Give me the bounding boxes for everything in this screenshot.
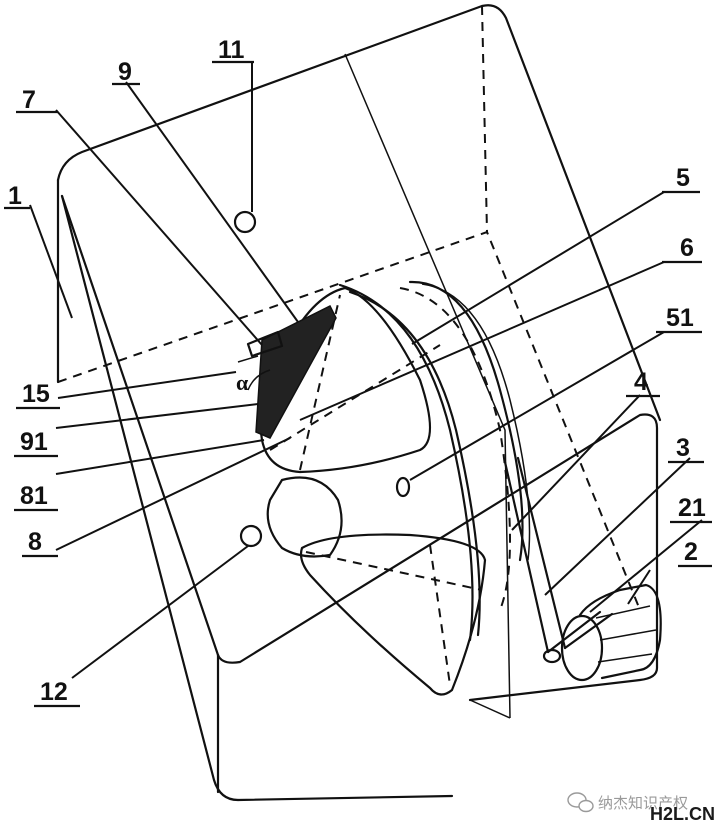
housing-body — [56, 4, 662, 802]
svg-text:9: 9 — [118, 58, 132, 86]
svg-text:91: 91 — [20, 428, 48, 456]
label-1: 1 — [4, 182, 30, 210]
svg-text:7: 7 — [22, 86, 36, 114]
svg-text:8: 8 — [28, 528, 42, 556]
label-91: 91 — [14, 428, 58, 458]
svg-text:12: 12 — [40, 678, 68, 706]
label-11: 11 — [212, 36, 254, 64]
svg-text:21: 21 — [678, 494, 706, 522]
hole-51 — [395, 476, 411, 498]
label-3: 3 — [668, 434, 704, 464]
hole-11 — [233, 210, 257, 234]
svg-text:2: 2 — [684, 538, 698, 566]
svg-text:3: 3 — [676, 434, 690, 462]
middle-bump — [266, 476, 343, 558]
label-12: 12 — [34, 678, 80, 708]
label-21: 21 — [670, 494, 712, 524]
watermark: 纳杰知识产权 H2L.CN — [567, 792, 715, 824]
leader-lines — [29, 62, 703, 679]
svg-text:15: 15 — [22, 380, 50, 408]
label-4: 4 — [626, 368, 660, 398]
watermark-text: 纳杰知识产权 — [598, 795, 688, 812]
label-5: 5 — [662, 164, 700, 194]
lower-cone — [299, 533, 487, 696]
svg-text:5: 5 — [676, 164, 690, 192]
label-8: 8 — [22, 528, 58, 558]
label-9: 9 — [112, 58, 140, 86]
angle-alpha-label: α — [236, 370, 249, 395]
label-6: 6 — [662, 234, 702, 264]
wechat-icon — [567, 792, 594, 813]
svg-text:1: 1 — [8, 182, 22, 210]
svg-text:81: 81 — [20, 482, 48, 510]
drum — [338, 280, 531, 642]
hole-12 — [239, 524, 263, 548]
brush-strip — [237, 304, 337, 439]
label-15: 15 — [16, 380, 60, 410]
svg-text:11: 11 — [218, 36, 245, 64]
label-51: 51 — [656, 304, 702, 334]
svg-text:6: 6 — [680, 234, 694, 262]
watermark-brand: H2L.CN — [650, 804, 715, 824]
label-2: 2 — [678, 538, 712, 568]
label-81: 81 — [14, 482, 58, 512]
svg-text:51: 51 — [666, 304, 694, 332]
motor — [560, 583, 662, 682]
label-7: 7 — [16, 86, 58, 114]
svg-text:4: 4 — [634, 368, 648, 396]
